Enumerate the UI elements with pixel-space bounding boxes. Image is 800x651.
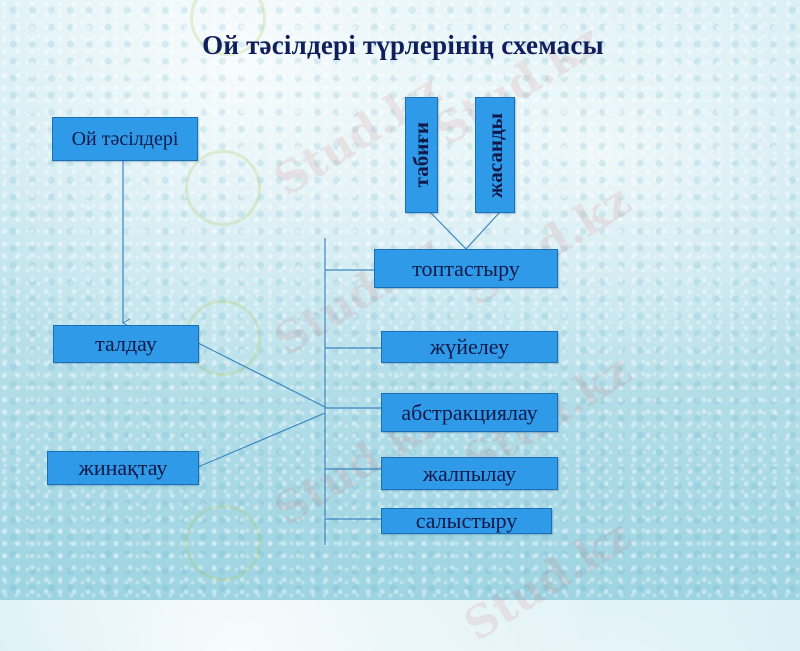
node-grouping: топтастыру: [374, 249, 558, 288]
node-artificial: жасанды: [475, 97, 515, 213]
node-analysis-label: талдау: [95, 331, 157, 356]
node-systematization-label: жүйелеу: [430, 334, 509, 359]
node-comparison-label: салыстыру: [415, 508, 518, 533]
diagram-connectors: [0, 161, 501, 545]
node-natural: табиғи: [405, 97, 438, 213]
node-abstraction-label: абстракциялау: [401, 399, 538, 425]
node-natural-label: табиғи: [409, 122, 433, 188]
page-title: Ой тәсілдері түрлерінің схемасы: [202, 30, 604, 60]
node-generalization: жалпылау: [381, 457, 558, 490]
node-root: Ой тәсілдері: [52, 117, 198, 161]
node-abstraction: абстракциялау: [381, 393, 558, 432]
node-synthesis: жинақтау: [47, 451, 199, 485]
node-generalization-label: жалпылау: [422, 460, 517, 486]
node-root-label: Ой тәсілдері: [71, 128, 179, 150]
node-artificial-label: жасанды: [482, 112, 507, 198]
node-analysis: талдау: [53, 325, 199, 363]
node-grouping-label: топтастыру: [412, 255, 520, 281]
node-comparison: салыстыру: [381, 508, 552, 534]
node-synthesis-label: жинақтау: [78, 455, 168, 480]
node-systematization: жүйелеу: [381, 331, 558, 363]
